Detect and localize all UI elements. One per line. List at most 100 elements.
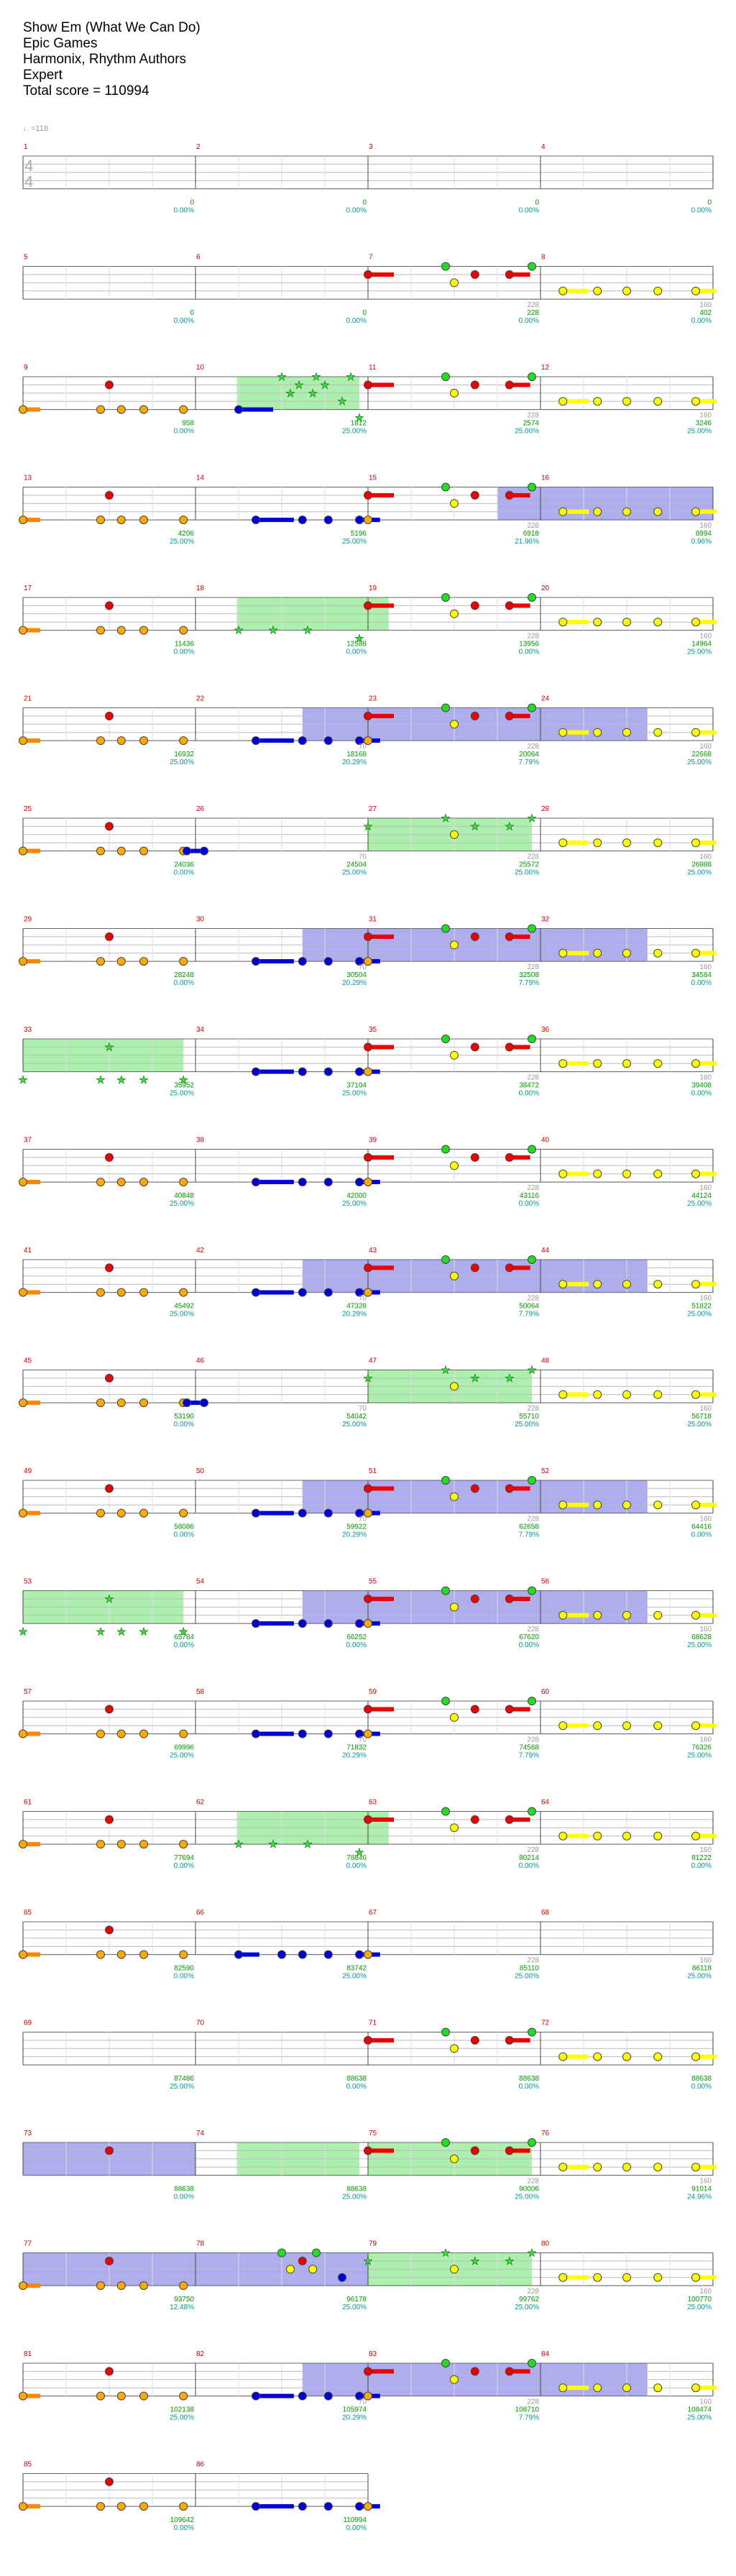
o-note [96,1398,105,1408]
y-note [691,728,700,737]
y-note [653,1280,663,1289]
g-note [528,1586,536,1595]
y-note [558,1610,568,1620]
measure-percent: 25.00% [342,869,367,877]
r-note [470,601,479,610]
y-note [450,830,459,839]
b-note [323,2502,333,2511]
y-note [450,1382,459,1391]
measure-score: 83742 [346,1965,367,1973]
measure-percent: 20.29% [342,1311,367,1319]
measure-score: 74568 [519,1744,539,1752]
measure-number: 65 [24,1909,32,1917]
measure-number: 48 [541,1357,550,1365]
measure-score: 66252 [346,1633,367,1641]
measure-percent: 20.29% [342,1531,367,1539]
star-note: ★ [234,625,243,637]
r-note [105,822,114,831]
y-note [691,1610,700,1620]
star-note: ★ [104,1593,114,1605]
y-note [653,2383,663,2393]
y-note [558,948,568,958]
measure-percent: 25.00% [170,2083,194,2091]
measure-score: 56718 [691,1413,712,1421]
b-note [298,1619,307,1628]
star-note: ★ [346,371,355,383]
r-note [470,932,479,941]
r-note [505,380,514,390]
sustain-tail [256,2504,294,2509]
r-note [105,1152,114,1162]
o-note [364,1178,372,1187]
measure-score: 0 [190,309,194,317]
g-note [528,372,536,381]
b-note [252,1729,260,1738]
song-title: Show Em (What We Can Do) [23,20,201,35]
measure-base-score: 160 [699,1405,712,1413]
sustain-tail [256,1731,294,1736]
measure-number: 25 [24,805,32,813]
measure-percent: 25.00% [170,1200,194,1208]
sustain-tail [509,713,530,718]
sustain-tail [696,1833,717,1838]
measure-percent: 0.00% [346,1862,367,1870]
measure-score: 0 [362,199,367,207]
sustain-tail [187,1401,204,1406]
r-note [505,1042,514,1052]
sustain-tail [256,518,294,523]
measure-number: 26 [196,805,205,813]
sustain-tail [256,2393,294,2398]
y-note [450,388,459,398]
measure-percent: 24.96% [687,2194,712,2201]
r-note [470,270,479,279]
measure-percent: 0.00% [174,207,194,215]
measure-percent: 0.00% [346,2083,367,2091]
o-note [19,957,27,966]
o-note [364,1508,372,1518]
measure-score: 47328 [346,1303,367,1311]
measure-percent: 7.79% [519,2414,539,2422]
y-note [593,1831,602,1841]
y-note [593,838,602,848]
measure-percent: 25.00% [342,2304,367,2311]
measure-base-score: 228 [527,1184,539,1192]
star-note: ★ [320,379,329,391]
b-note [355,1508,364,1518]
star-note: ★ [527,2247,536,2260]
measure-score: 88638 [346,2186,367,2194]
b-note [252,736,260,746]
y-note [622,286,631,295]
measure-number: 2 [196,143,201,151]
b-note [338,2273,346,2282]
g-note [441,703,450,712]
o-note [179,405,188,414]
r-note [364,1263,372,1273]
y-note [450,940,459,950]
star-note: ★ [441,812,450,825]
b-note [298,736,307,746]
y-note [691,2273,700,2282]
g-note [528,1697,536,1705]
r-note [505,1705,514,1714]
o-note [364,2502,372,2511]
o-note [139,1508,148,1518]
star-note: ★ [363,820,372,833]
measure-score: 78846 [346,1854,367,1862]
sustain-tail [509,272,530,277]
g-note [528,1807,536,1816]
sustain-tail [696,950,717,955]
r-note [470,1152,479,1162]
sustain-tail [23,1180,40,1185]
y-note [450,499,459,508]
measure-score: 35952 [174,1082,194,1090]
y-note [691,1390,700,1399]
b-note [252,1067,260,1076]
b-note [323,736,333,746]
measure-score: 91014 [691,2186,712,2194]
y-note [450,1823,459,1833]
measure-score: 39408 [691,1082,712,1090]
measure-score: 38472 [519,1082,539,1090]
measure-score: 42000 [346,1192,367,1200]
measure-number: 38 [196,1137,205,1145]
r-note [470,1705,479,1714]
